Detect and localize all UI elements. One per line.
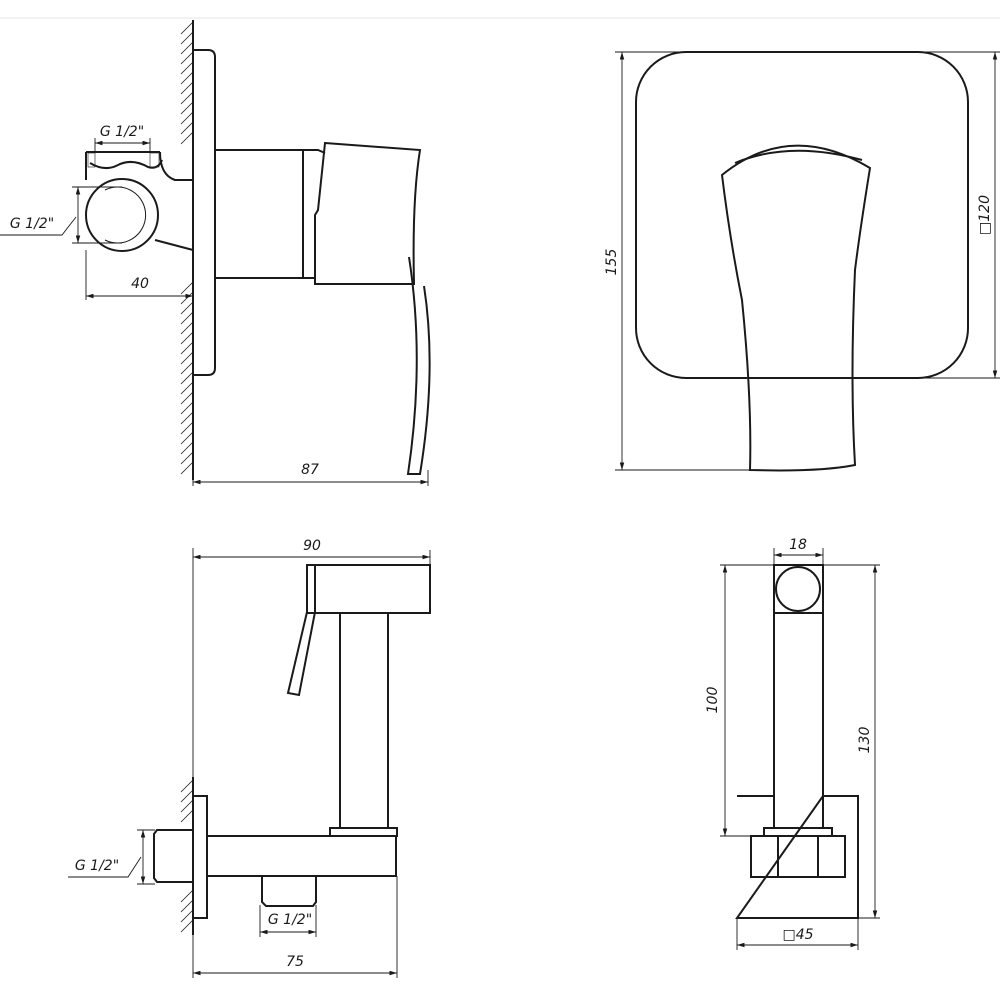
hatch-line	[180, 809, 194, 823]
hatch-line	[180, 281, 194, 295]
hatch-line	[180, 41, 194, 55]
head-square	[773, 564, 824, 614]
hatch-line	[180, 81, 194, 95]
hatch-line	[180, 351, 194, 365]
holder-collar	[329, 827, 398, 837]
handle	[314, 141, 422, 285]
label-thread-outlet: G 1/2"	[268, 912, 312, 928]
hatch-line	[180, 91, 194, 105]
wall-hatching-2	[180, 779, 194, 933]
label-dim-130: 130	[857, 727, 873, 754]
hose-head	[306, 564, 431, 614]
outlet-circle	[85, 178, 159, 252]
label-thread-inlet: G 1/2"	[75, 858, 119, 874]
hatch-line	[180, 111, 194, 125]
outlet-connection	[154, 151, 194, 251]
nut-front	[750, 835, 846, 878]
hatch-line	[180, 799, 194, 813]
holder-arm	[206, 835, 397, 877]
label-dim-120: □120	[977, 195, 993, 235]
hatch-line	[180, 51, 194, 65]
section-hatch-left	[87, 152, 96, 168]
label-dim-100: 100	[705, 687, 721, 714]
hatch-line	[180, 909, 194, 923]
hatch-line	[180, 371, 194, 385]
base-square	[735, 795, 859, 919]
label-dim-75: 75	[286, 954, 304, 970]
label-thread-top: G 1/2"	[100, 124, 144, 140]
hatch-line	[180, 21, 194, 35]
hatch-line	[180, 31, 194, 45]
hatch-line	[180, 131, 194, 145]
label-thread-left: G 1/2"	[10, 216, 54, 232]
hatch-line	[180, 341, 194, 355]
holder-flange	[192, 795, 208, 919]
label-dim-87: 87	[301, 462, 319, 478]
label-dim-90: 90	[303, 538, 321, 554]
cover-plate	[193, 49, 216, 376]
label-dim-40: 40	[131, 276, 149, 292]
holder-side-view: 90 G 1/2" G 1/2" 75	[68, 538, 431, 978]
hatch-line	[180, 121, 194, 135]
hatch-line	[180, 61, 194, 75]
hatch-line	[180, 789, 194, 803]
hatch-line	[180, 779, 194, 793]
mixer-front-view: 155 □120	[604, 51, 1000, 472]
hatch-line	[180, 889, 194, 903]
handle-top-edge	[734, 149, 863, 164]
label-dim-18: 18	[789, 537, 807, 553]
hatch-line	[180, 451, 194, 465]
head-circle	[775, 566, 821, 612]
hatch-line	[180, 381, 194, 395]
hatch-line	[180, 461, 194, 475]
hatch-line	[180, 441, 194, 455]
hatch-line	[180, 101, 194, 115]
hatch-line	[180, 919, 194, 933]
inlet-nipple	[153, 829, 193, 883]
hatch-line	[180, 411, 194, 425]
stem-front	[773, 613, 824, 796]
hatch-line	[180, 301, 194, 315]
mixer-body	[214, 149, 304, 279]
hatch-line	[180, 71, 194, 85]
outlet-body	[85, 151, 160, 180]
hatch-line	[180, 421, 194, 435]
hatch-line	[180, 899, 194, 913]
hatch-line	[180, 401, 194, 415]
mixer-side-view: G 1/2" G 1/2" 40 87	[0, 20, 431, 486]
label-dim-45: □45	[782, 927, 813, 943]
hatch-line	[180, 361, 194, 375]
hatch-line	[180, 321, 194, 335]
hatch-line	[180, 331, 194, 345]
outlet-nipple	[261, 876, 317, 907]
thread-arc	[104, 186, 147, 244]
label-dim-155: 155	[604, 249, 620, 276]
nut-faces	[777, 836, 819, 877]
handle-lever	[406, 256, 431, 475]
section-hatch-right	[149, 152, 160, 168]
holder-stem	[339, 612, 389, 829]
hatch-line	[180, 391, 194, 405]
holder-front-view: 18 100 130 □45	[705, 537, 880, 950]
hatch-line	[180, 431, 194, 445]
handle-front	[720, 144, 872, 472]
body-neck	[303, 149, 326, 279]
hatch-line	[180, 291, 194, 305]
cover-plate-front	[635, 51, 969, 379]
wall-hatching	[180, 21, 194, 475]
hatch-line	[180, 311, 194, 325]
head-lever	[286, 564, 316, 697]
